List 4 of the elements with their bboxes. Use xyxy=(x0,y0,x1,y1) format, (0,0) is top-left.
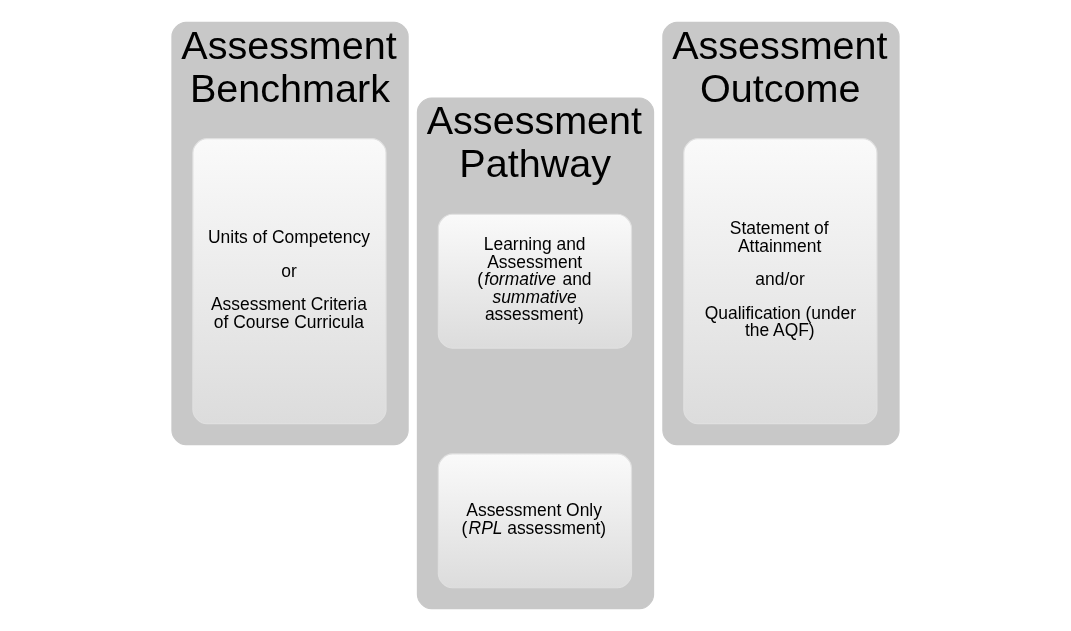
node-box: Units of Competency or Assessment Criteria of Course Curricula xyxy=(192,138,387,425)
node-box: Statement of Attainment and/or Qualification (under the AQF) xyxy=(683,138,878,425)
node-box: Assessment Only (RPL assessment) xyxy=(437,453,633,589)
node-box: Learning and Assessment (formative and summative assessment) xyxy=(437,213,633,349)
